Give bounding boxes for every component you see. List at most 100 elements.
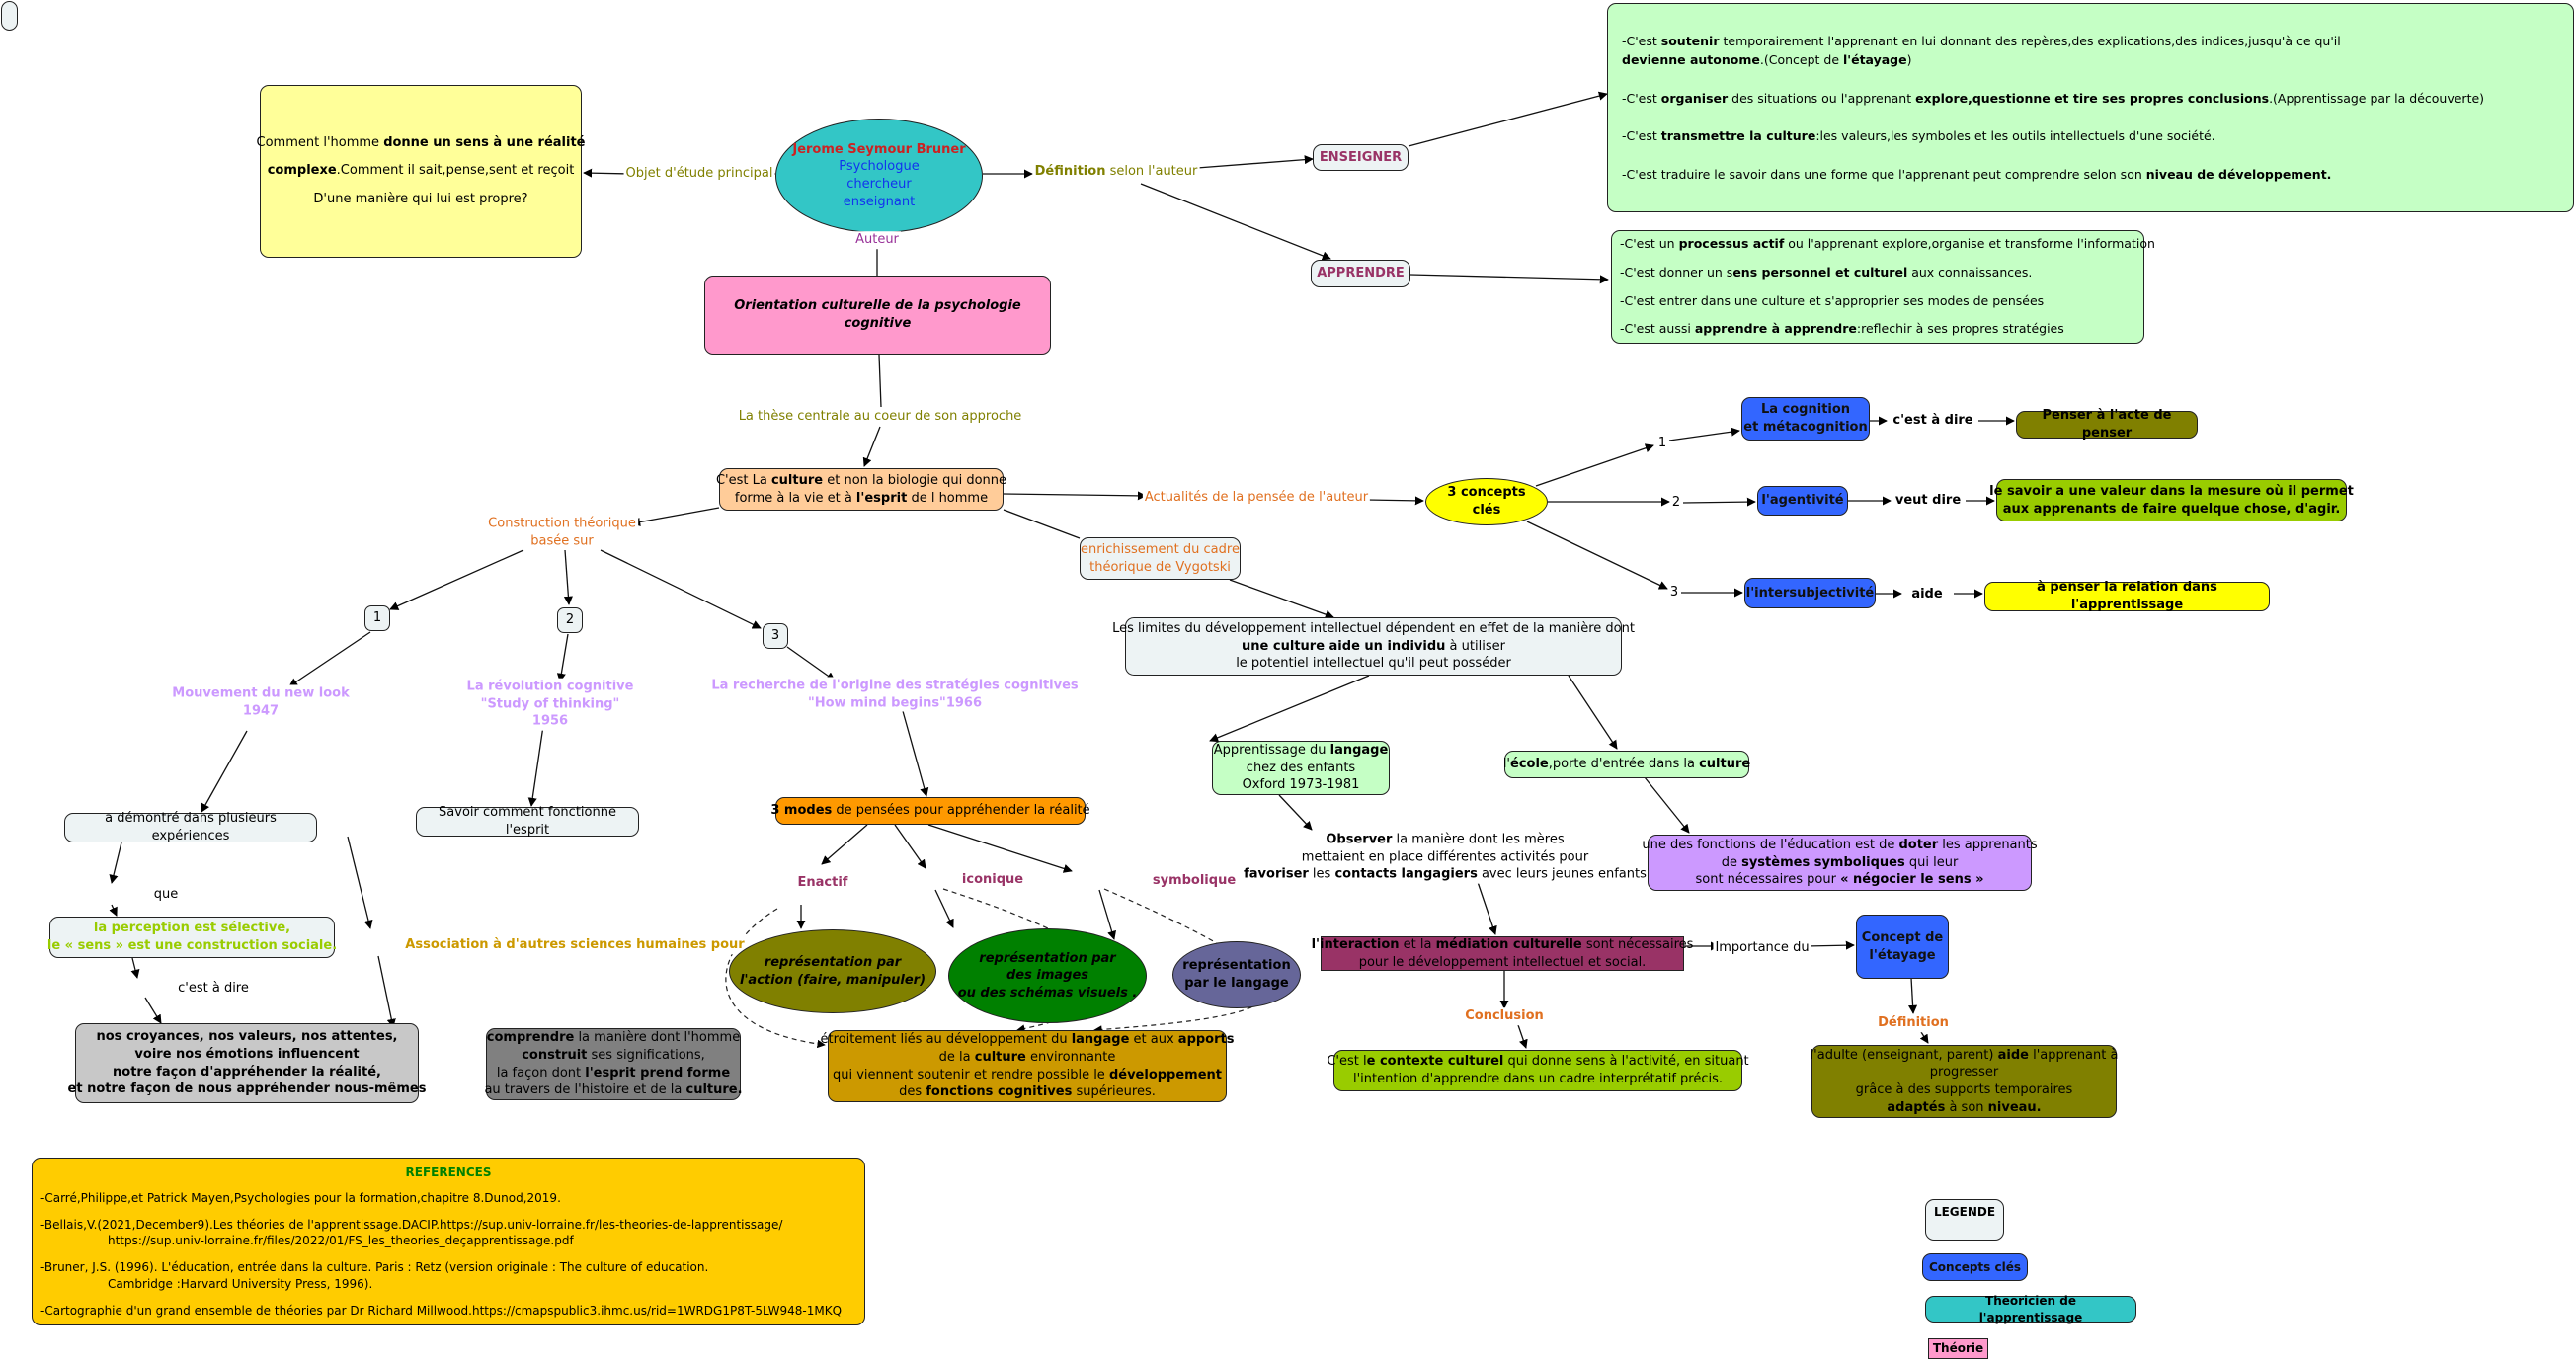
contexte-culturel-node: C'est le contexte culturel qui donne sen… [1327, 1050, 1749, 1091]
representation-langage-node: représentation par le langage [1172, 941, 1301, 1008]
edge [786, 646, 836, 682]
text-line: l'interaction et la médiation culturelle… [1311, 936, 1694, 952]
text-line [1622, 69, 1626, 88]
text-line: mettaient en place différentes activités… [1301, 849, 1589, 865]
text-line: D'une manière qui lui est propre? [313, 191, 528, 206]
link-association: Association à d'autres sciences humaines… [403, 936, 747, 954]
text-line: -C'est donner un sens personnel et cultu… [1620, 264, 2033, 280]
text-line: C'est le contexte culturel qui donne sen… [1327, 1054, 1749, 1070]
text-line: de la culture environnante [938, 1049, 1116, 1065]
meaning-relation: à penser la relation dans l'apprentissag… [1984, 580, 2270, 612]
theorist-bruner-node: Jerome Seymour Bruner Psychologue cherch… [775, 119, 983, 233]
text-line: Comment l'homme donne un sens à une réal… [256, 134, 586, 150]
corner-marker [1, 1, 18, 31]
enseigner-definition-box: -C'est soutenir temporairement l'apprena… [1607, 3, 2574, 212]
edge [1140, 183, 1331, 261]
concepts-center-node: 3 concepts clés [1425, 478, 1548, 525]
text-line: -C'est transmettre la culture:les valeur… [1622, 128, 2215, 144]
representation-images-node: représentation par des images ou des sch… [948, 928, 1147, 1023]
text-line: -C'est entrer dans une culture et s'appr… [1620, 292, 2045, 308]
link-conclusion: Conclusion [1463, 1007, 1546, 1025]
edge [927, 824, 1073, 873]
etroitement-node: étroitement liés au développement du lan… [821, 1030, 1234, 1102]
references-list: -Carré,Philippe,et Patrick Mayen,Psychol… [40, 1190, 856, 1329]
text-line: sont nécessaires pour « négocier le sens… [1695, 872, 1984, 888]
mode-enactif: Enactif [795, 874, 850, 892]
link-cest-a-dire: c'est à dire [1891, 412, 1975, 430]
text-line: au travers de l'histoire et de la cultur… [484, 1082, 743, 1098]
link-cest-a-dire-left: c'est à dire [176, 980, 251, 998]
number-3: 3 [763, 623, 788, 649]
edge [1003, 509, 1081, 539]
link-definition-etayage: Définition [1876, 1014, 1951, 1032]
edge [1409, 274, 1609, 284]
edge [1805, 940, 1855, 950]
reference-item: -Cartographie d'un grand ensemble de thé… [40, 1303, 843, 1318]
concept-num-1: 1 [1655, 435, 1669, 452]
interaction-node: l'interaction et la médiation culturelle… [1312, 936, 1693, 971]
edge [1919, 1031, 1929, 1044]
meaning-savoir-valeur: le savoir a une valeur dans la mesure où… [1989, 479, 2354, 521]
references-box: REFERENCES -Carré,Philippe,et Patrick Ma… [32, 1158, 865, 1325]
edge [1516, 1021, 1528, 1049]
edge [563, 549, 573, 605]
concept-etayage-node: Concept de l'étayage [1856, 915, 1949, 979]
text-line: forme à la vie et à l'esprit de l homme [734, 490, 989, 506]
edge [1682, 497, 1756, 507]
edge [1568, 675, 1618, 750]
text-line: comprendre la manière dont l'homme [486, 1030, 741, 1046]
edge [600, 549, 762, 629]
edge [109, 842, 122, 884]
text-line: progresser [1929, 1065, 1999, 1081]
savoir-node: Savoir comment fonctionne l'esprit [416, 805, 639, 838]
apprendre-node: APPRENDRE [1311, 260, 1410, 287]
mode-symbolique: symbolique [1150, 872, 1239, 890]
concept-intersubjectivite: l'intersubjectivité [1744, 578, 1876, 608]
edge [1668, 427, 1740, 441]
edge [556, 633, 569, 682]
text-line: Observer la manière dont les mères [1326, 832, 1565, 847]
edge [109, 904, 118, 917]
edge [1098, 889, 1117, 940]
edge [1908, 977, 1918, 1014]
edge [347, 836, 373, 929]
edge [130, 957, 140, 979]
theory-node: Orientation culturelle de la psychologie… [704, 276, 1051, 355]
edge [1526, 521, 1668, 590]
mode-iconique: iconique [959, 871, 1026, 889]
reference-item: -Bellais,V.(2021,December9).Les théories… [40, 1217, 783, 1248]
role-chercheur: chercheur [846, 177, 912, 192]
apprendre-definition-box: -C'est un processus actif ou l'apprenant… [1611, 230, 2155, 344]
theorist-name: Jerome Seymour Bruner [792, 141, 966, 157]
text-line: Oxford 1973-1981 [1242, 777, 1360, 793]
link-importance: Importance du [1713, 939, 1811, 957]
link-definition-bold: Définition [1034, 164, 1106, 180]
edge [1196, 155, 1314, 169]
edge [201, 730, 248, 813]
fonctions-education-node: une des fonctions de l'éducation est de … [1642, 835, 2038, 891]
link-aide: aide [1909, 586, 1945, 603]
text-line: une culture aide un individu à utiliser [1242, 638, 1505, 654]
text-line: étroitement liés au développement du lan… [820, 1032, 1235, 1048]
croyances-node: nos croyances, nos valeurs, nos attentes… [68, 1023, 426, 1103]
text-line: qui viennent soutenir et rendre possible… [833, 1067, 1223, 1082]
concept-num-3: 3 [1667, 584, 1681, 601]
role-psychologue: Psychologue [839, 159, 920, 175]
edge [1229, 579, 1334, 619]
text-line: l'intention d'apprendre dans un cadre in… [1352, 1072, 1724, 1086]
text-line: pour le développement intellectuel et so… [1358, 954, 1647, 970]
vygotski-node: enrichissement du cadre théorique de Vyg… [1080, 537, 1241, 580]
edge [1365, 496, 1424, 506]
concept-agentivite: l'agentivité [1757, 486, 1848, 516]
edge [1644, 776, 1690, 834]
representation-action-node: représentation par l'action (faire, mani… [729, 929, 936, 1013]
edge [377, 955, 396, 1028]
text-line: des fonctions cognitives supérieures. [899, 1084, 1156, 1100]
text-line: chez des enfants [1246, 760, 1356, 775]
text-line: adaptés à son niveau. [1887, 1099, 2042, 1115]
text-line [1622, 146, 1626, 165]
number-1: 1 [364, 605, 390, 631]
adulte-aide-node: l'adulte (enseignant, parent) aide l'app… [1811, 1045, 2118, 1118]
role-enseignant: enseignant [843, 194, 916, 209]
